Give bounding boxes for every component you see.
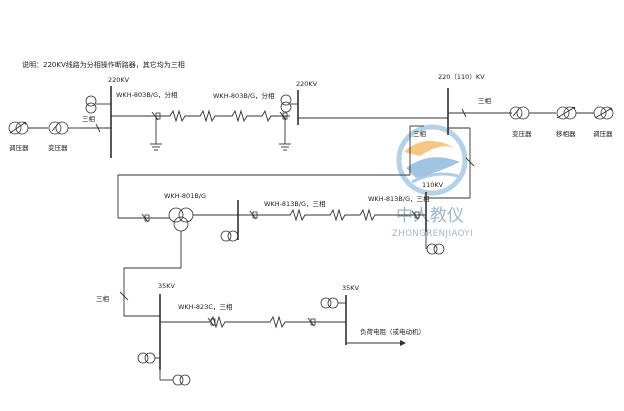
- switch-feeder-right: [461, 108, 467, 118]
- breaker-5-icon: [411, 210, 420, 220]
- label-220kv-left: 220KV: [108, 76, 130, 84]
- watermark-logo: [396, 124, 468, 196]
- ground-1-icon: [150, 116, 162, 151]
- switch-right-drop: [465, 157, 475, 167]
- breaker-7-icon: [307, 317, 316, 327]
- label-brk-1: WKH-803B/G，分相: [116, 90, 178, 99]
- note-text: 说明：220KV线路为分相操作断路器，其它均为三相: [22, 60, 185, 69]
- load-arrow-icon: [400, 340, 406, 346]
- phase-shifter-icon: [556, 106, 577, 120]
- watermark-en: ZHONGRENJIAOYI: [392, 229, 473, 239]
- label-220kv-mid: 220KV: [296, 80, 318, 88]
- transformer-110-icon: [425, 232, 445, 255]
- transformer-mid-icon: [280, 94, 298, 113]
- label-220-110kv: 220（110）KV: [438, 73, 485, 81]
- regulator-left-icon: [8, 121, 29, 135]
- transformer-35-left-icon: [137, 352, 160, 364]
- label-brk-4: WKH-813B/G，三相: [264, 199, 326, 208]
- label-phase-left: 三相: [82, 114, 96, 123]
- label-35kv-left: 35KV: [158, 282, 176, 290]
- label-transformer-left: 变压器: [48, 143, 68, 152]
- breaker-4-icon: [249, 210, 258, 220]
- line-3wt-zigzag: [238, 208, 426, 222]
- label-brk-2: WKH-803B/G，分相: [213, 91, 275, 100]
- label-35kv-right: 35KV: [342, 284, 360, 292]
- transformer-top-left-icon: [85, 95, 111, 114]
- label-load: 负荷电阻（或电动机）: [360, 327, 425, 336]
- breaker-6-icon: [207, 317, 216, 327]
- label-phase-shifter: 移相器: [556, 129, 576, 138]
- transformer-35-right-icon: [320, 297, 346, 309]
- label-brk-3: WKH-801B/G: [164, 192, 206, 200]
- label-regulator-left: 调压器: [9, 143, 29, 152]
- transformer-35-bottom-icon: [159, 370, 191, 386]
- label-phase-bottom-left: 三相: [96, 294, 110, 303]
- label-transformer-right: 变压器: [512, 129, 532, 138]
- label-brk-6: WKH-823C，三相: [178, 302, 233, 311]
- three-winding-transformer-icon: [168, 207, 194, 232]
- transformer-left-icon: [48, 121, 80, 135]
- transformer-right-icon: [509, 106, 530, 120]
- label-phase-right-top: 三相: [478, 96, 492, 105]
- transformer-3wt-bus-icon: [220, 230, 239, 242]
- breaker-3-icon: [141, 213, 150, 223]
- line-35-zigzag: [160, 315, 346, 329]
- switch-bottom-left: [119, 291, 129, 301]
- line-top-zigzag: [160, 109, 290, 123]
- label-brk-5: WKH-813B/G，三相: [368, 194, 430, 203]
- label-110kv: 110KV: [422, 181, 444, 189]
- label-regulator-right: 调压器: [593, 129, 613, 138]
- watermark-cn: 中人教仪: [396, 206, 464, 226]
- label-phase-right-mid: 三相: [413, 129, 427, 138]
- ground-2-icon: [279, 116, 291, 151]
- switch-feeder-left: [95, 123, 101, 133]
- regulator-right-icon: [593, 106, 614, 120]
